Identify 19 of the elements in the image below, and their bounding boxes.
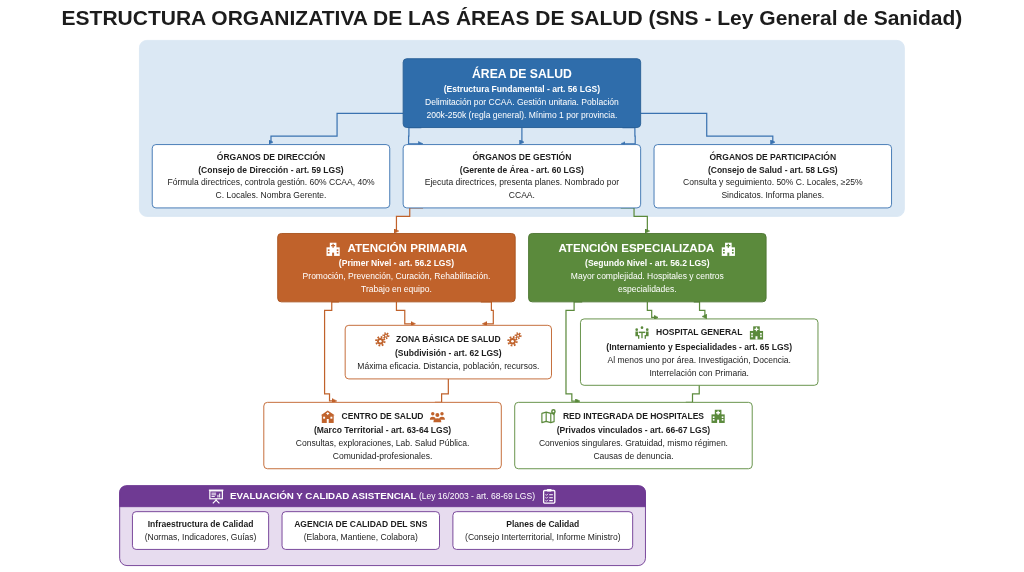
- diagram-title: ESTRUCTURA ORGANIZATIVA DE LAS ÁREAS DE SALUD (SNS - Ley General de Sanidad): [60, 6, 964, 30]
- arrow: [640, 112, 776, 145]
- node-box: ÁREA DE SALUD (Estructura Fundamental - art. 56 LGS) Delimitación por CCAA. Gestión unitaria. Población 200k-250k (regla general). Mínimo 1 por provincia.: [402, 58, 642, 128]
- node-box: Infraestructura de Calidad (Normas, Indicadores, Guías): [132, 511, 270, 550]
- node-box: ÓRGANOS DE PARTICIPACIÓN (Consejo de Salud - art. 58 LGS) Consulta y seguimiento. 50% C. Locales, ≥25% Sindicatos. Informa planes.: [653, 144, 892, 209]
- node-box: ATENCIÓN ESPECIALIZADA (Segundo Nivel - art. 56.2 LGS) Mayor complejidad. Hospitales y centros especialidades.: [528, 233, 767, 303]
- node-box: RED INTEGRADA DE HOSPITALES (Privados vinculados - art. 66-67 LGS) Convenios singulares. Gratuidad, mismo régimen. Causas de denuncia.: [514, 401, 753, 470]
- node-box: CENTRO DE SALUD (Marco Territorial - art. 63-64 LGS) Consultas, exploraciones, Lab. Salud Pública. Comunidad-profesionales.: [263, 401, 502, 470]
- arrow: [519, 126, 525, 145]
- arrow: [268, 112, 404, 145]
- node-box: ATENCIÓN PRIMARIA (Primer Nivel - art. 56.2 LGS) Promoción, Prevención, Curación, Rehabilitación. Trabajo en equipo.: [277, 233, 516, 303]
- node-box: ÓRGANOS DE DIRECCIÓN (Consejo de Dirección - art. 59 LGS) Fórmula directrices, controla gestión. 60% CCAA, 40% C. Locales. Nombra Gerente.: [151, 144, 391, 209]
- node-box: Planes de Calidad (Consejo Interterritorial, Informe Ministro): [452, 511, 634, 550]
- arrow: [395, 301, 416, 327]
- node-box: ZONA BÁSICA DE SALUD (Subdivisión - art. 62 LGS) Máxima eficacia. Distancia, población, recursos.: [344, 324, 552, 380]
- node-box: AGENCIA DE CALIDAD DEL SNS (Elabora, Mantiene, Colabora): [281, 511, 440, 550]
- node-box: ÓRGANOS DE GESTIÓN (Gerente de Área - art. 60 LGS) Ejecuta directrices, presenta planes. Nombrado por CCAA.: [402, 144, 642, 209]
- node-box: HOSPITAL GENERAL (Internamiento y Especialidades - art. 65 LGS) Al menos uno por área. Investigación, Docencia. Interrelación con Primaria.: [580, 318, 819, 386]
- cluster: [139, 40, 905, 217]
